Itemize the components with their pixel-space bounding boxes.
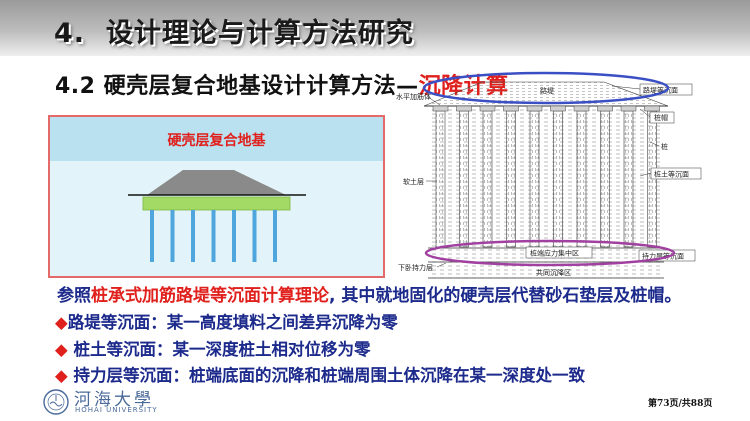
embankment-plane-highlight	[422, 71, 670, 105]
label-lower-bearing: 下卧持力层	[398, 263, 433, 272]
diagram-header	[50, 117, 383, 161]
pile-cap-box	[649, 111, 675, 124]
pile-cap	[550, 105, 566, 112]
pile-cap	[526, 105, 543, 112]
pile-cap	[503, 105, 519, 112]
leader-reinforcement	[427, 96, 441, 106]
intro-prefix: 参照	[57, 286, 91, 306]
leader-embankment-plane	[611, 85, 641, 90]
pile-cap	[432, 105, 449, 112]
pile-cap	[479, 105, 496, 112]
subtitle-prefix: 4.2 硬壳层复合地基设计计算方法—	[55, 74, 419, 99]
bullet-text: 桩端底面的沉降和桩端周围土体沉降在某一深度处一致	[188, 366, 585, 385]
pile-column	[576, 110, 587, 248]
leader-lower-bearing	[436, 262, 447, 268]
pile-cap	[456, 105, 472, 112]
intro-suffix: , 其中就地固化的硬壳层代替砂石垫层及桩帽。	[329, 286, 682, 306]
label-embankment-plane: 路堤等沉面	[643, 86, 678, 95]
bullet-term: 持力层等沉面：	[73, 366, 189, 385]
title-bar	[0, 0, 750, 56]
label-horizontal-reinforcement: 水平加筋体	[396, 92, 431, 101]
bullet-pile-soil-plane: ◆ 桩土等沉面：某一深度桩土相对位移为零	[55, 340, 370, 360]
diagram-label: 硬壳层复合地基	[167, 133, 266, 149]
label-pile: 桩	[661, 142, 668, 151]
diamond-bullet-icon: ◆	[55, 340, 74, 359]
pile-column	[529, 110, 540, 248]
left-diagram-shapes	[128, 170, 306, 262]
bullet-embankment-plane: ◆路堤等沉面：某一高度填料之间差异沉降为零	[55, 313, 398, 333]
composite-foundation-diagram: 硬壳层复合地基	[48, 115, 385, 278]
leader-pile	[649, 141, 660, 147]
label-pile-cap: 桩帽	[654, 113, 668, 122]
page-number: 第73页/共88页	[648, 399, 713, 409]
diamond-bullet-icon: ◆	[55, 366, 74, 385]
bullet-bearing-plane: ◆ 持力层等沉面：桩端底面的沉降和桩端周围土体沉降在某一深度处一致	[55, 366, 585, 386]
label-embankment: 路堤	[540, 86, 554, 95]
pile-column	[435, 110, 446, 248]
label-stress-zone: 桩端应力集中区	[530, 249, 579, 258]
pile-column	[506, 110, 516, 248]
pile-column	[459, 110, 469, 248]
bearing-plane-highlight	[424, 239, 676, 267]
hohai-emblem-icon	[43, 389, 69, 415]
bullet-text: 某一高度填料之间差异沉降为零	[166, 313, 398, 332]
pile-cap	[597, 105, 613, 112]
label-pile-soil-plane: 桩土等沉面	[654, 170, 689, 179]
settlement-plane-diagram: 水平加筋体 路堤 路堤等沉面 桩帽 桩 软土层 桩土等沉面 桩端应力集中区 持力…	[396, 71, 702, 279]
pile-cap	[620, 105, 637, 112]
pile-cap	[644, 105, 660, 112]
intro-highlight: 桩承式加筋路堤等沉面计算理论	[91, 286, 329, 306]
pile-column	[600, 110, 610, 248]
university-logo-english: HOHAI UNIVERSITY	[75, 406, 158, 414]
label-bearing-plane: 持力层等沉面	[642, 252, 684, 261]
leader-pile-cap	[639, 108, 651, 118]
stress-zone-box	[525, 246, 593, 259]
hard-crust-layer	[142, 196, 291, 211]
bullet-term: 桩土等沉面：	[73, 340, 173, 359]
pile-cap	[573, 105, 590, 112]
university-logo-text: 河海大學	[74, 390, 154, 410]
diamond-bullet-icon: ◆	[55, 313, 68, 332]
intro-text: 参照桩承式加筋路堤等沉面计算理论, 其中就地固化的硬壳层代替砂石垫层及桩帽。	[57, 286, 681, 306]
bullet-term: 路堤等沉面：	[67, 313, 167, 332]
pile-soil-plane-box	[650, 167, 702, 180]
label-common-zone: 共同沉降区	[536, 268, 571, 277]
bullet-text: 某一深度桩土相对位移为零	[172, 340, 371, 359]
embankment-shape	[147, 170, 286, 195]
leader-pile-soil-plane	[639, 172, 652, 177]
label-soft-soil: 软土层	[403, 177, 424, 186]
pile-column	[553, 110, 563, 248]
pile-column	[623, 110, 634, 248]
slide-title: 4. 设计理论与计算方法研究	[54, 18, 414, 49]
pile-column	[482, 110, 493, 248]
